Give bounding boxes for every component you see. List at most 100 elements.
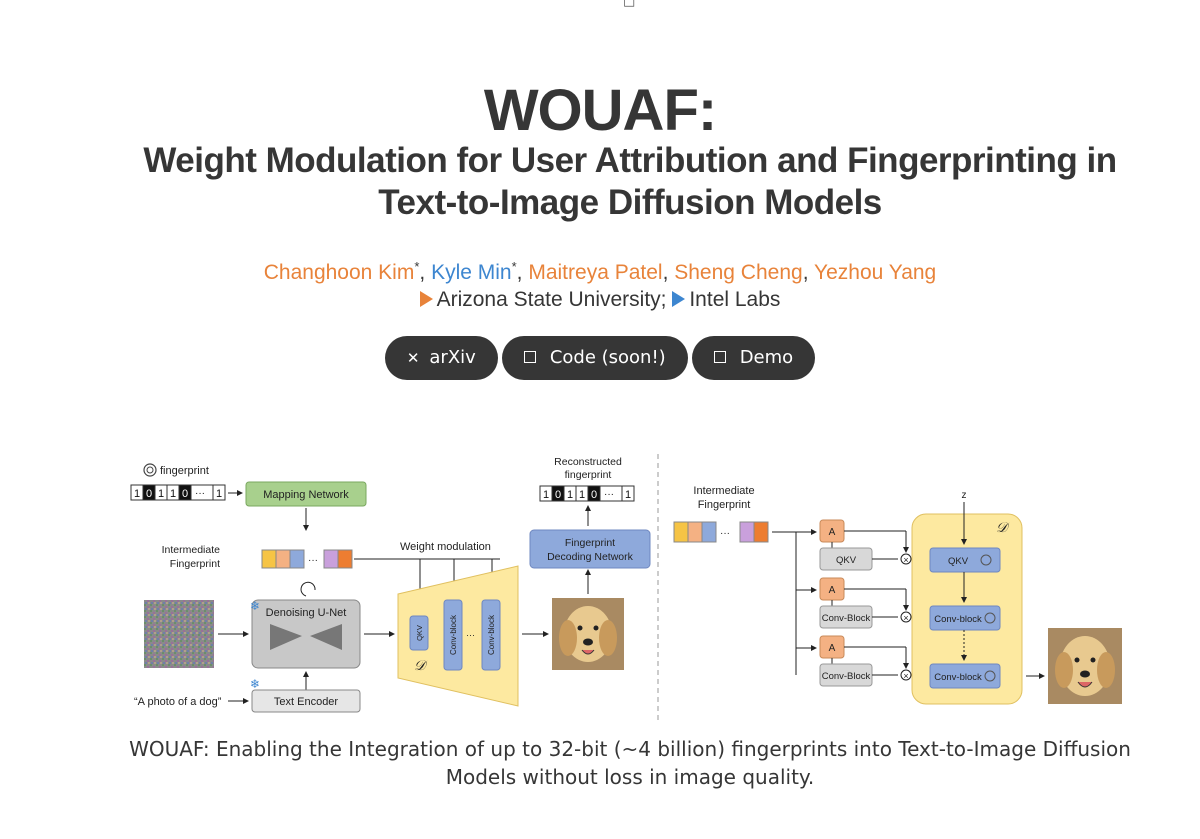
- arxiv-icon: ✕: [406, 349, 420, 367]
- bit-3: 1: [170, 488, 176, 500]
- modulated-qkv-block: [929, 547, 1001, 573]
- code-button[interactable]: Code (soon!): [501, 336, 688, 380]
- svg-text:1: 1: [567, 489, 573, 501]
- demo-button-label: Demo: [739, 347, 794, 368]
- modulated-conv-block-1: [929, 605, 1001, 631]
- right-intermediate-label-2: Fingerprint: [698, 499, 751, 511]
- svg-text:Conv-block: Conv-block: [449, 614, 458, 655]
- denoising-unet-label: Denoising U-Net: [266, 607, 347, 619]
- mapping-network-box: [245, 481, 367, 507]
- affiliation-intel: Intel Labs: [689, 288, 781, 311]
- qkv-block: [409, 615, 429, 651]
- conv-block-2: [481, 599, 501, 671]
- svg-text:···: ···: [466, 630, 475, 640]
- author-link-maitreya-patel[interactable]: Maitreya Patel: [528, 261, 663, 284]
- author-link-changhoon-kim[interactable]: Changhoon Kim: [263, 261, 415, 284]
- decoding-network-box: [529, 529, 651, 569]
- reconstructed-label-1: Reconstructed: [554, 456, 622, 468]
- fingerprint-bits: 1 0 1 1 0 ··· 1: [130, 484, 226, 501]
- svg-text:Conv-block: Conv-block: [934, 672, 982, 683]
- svg-text:···: ···: [604, 489, 614, 500]
- decoding-network-label-1: Fingerprint: [565, 537, 615, 549]
- frozen-snowflake-icon: ❄: [250, 677, 260, 691]
- modulated-conv-block-2: [929, 663, 1001, 689]
- top-glyph: □: [623, 0, 636, 9]
- square-icon: [523, 351, 536, 363]
- svg-text:×: ×: [903, 613, 908, 623]
- dog-image: [552, 598, 624, 670]
- text-encoder-label: Text Encoder: [274, 696, 339, 708]
- affiliation-asu: Arizona State University;: [436, 288, 667, 311]
- method-figure: fingerprint 1 0 1 1 0 ··· 1 Mapping Netw…: [130, 454, 1122, 724]
- svg-text:Conv-block: Conv-block: [487, 614, 496, 655]
- prompt-text: “A photo of a dog”: [134, 696, 222, 708]
- arxiv-button[interactable]: ✕ arXiv: [384, 336, 498, 380]
- svg-text:×: ×: [903, 671, 908, 681]
- svg-text:0: 0: [591, 489, 597, 501]
- author-link-sheng-cheng[interactable]: Sheng Cheng: [674, 261, 803, 284]
- fingerprint-icon: [984, 670, 996, 682]
- page-subtitle: Weight Modulation for User Attribution a…: [143, 141, 1117, 222]
- svg-text:QKV: QKV: [836, 555, 857, 566]
- reconstructed-label-2: fingerprint: [565, 469, 612, 481]
- affiliations: Arizona State University; Intel Labs: [0, 285, 1200, 315]
- right-intermediate-label-1: Intermediate: [693, 485, 754, 497]
- demo-button[interactable]: Demo: [691, 336, 816, 380]
- fingerprint-label: fingerprint: [160, 465, 209, 477]
- svg-text:1: 1: [579, 489, 585, 501]
- svg-text:A: A: [829, 643, 836, 654]
- intermediate-fingerprint-vector: ···: [261, 549, 353, 569]
- right-fingerprint-vector: ···: [673, 521, 769, 543]
- svg-text:0: 0: [555, 489, 561, 501]
- fingerprint-icon: [980, 554, 992, 566]
- z-label: z: [962, 490, 967, 501]
- conv-block-1: [443, 599, 463, 671]
- svg-text:×: ×: [903, 555, 908, 565]
- reconstructed-bits: 1 0 1 1 0 ··· 1: [539, 485, 635, 502]
- page-title: WOUAF:: [483, 78, 717, 143]
- decoding-network-label-2: Decoding Network: [547, 551, 634, 563]
- intermediate-fingerprint-label-1: Intermediate: [162, 544, 221, 556]
- equal-contribution-mark: *: [414, 259, 420, 274]
- svg-text:Conv-block: Conv-block: [934, 614, 982, 625]
- bit-2: 1: [158, 488, 164, 500]
- svg-text:A: A: [829, 585, 836, 596]
- bit-1: 0: [146, 488, 152, 500]
- text-encoder-box: [251, 689, 361, 713]
- svg-text:A: A: [829, 527, 836, 538]
- svg-text:Conv-Block: Conv-Block: [822, 671, 871, 682]
- author-link-kyle-min[interactable]: Kyle Min: [431, 261, 512, 284]
- code-button-label: Code (soon!): [549, 347, 666, 368]
- mapping-network-label: Mapping Network: [263, 489, 349, 501]
- intermediate-fingerprint-label-2: Fingerprint: [170, 558, 220, 570]
- bit-4: 0: [182, 488, 188, 500]
- svg-text:···: ···: [720, 528, 730, 539]
- output-dog-image: [1048, 628, 1122, 704]
- frozen-snowflake-icon: ❄: [250, 599, 260, 613]
- link-buttons: ✕ arXiv Code (soon!) Demo: [0, 336, 1200, 380]
- equal-contribution-mark: *: [511, 259, 517, 274]
- weight-modulation-label: Weight modulation: [400, 541, 491, 553]
- arxiv-button-label: arXiv: [429, 347, 476, 368]
- svg-text:QKV: QKV: [948, 556, 969, 567]
- decoder-symbol: 𝒟: [414, 657, 428, 673]
- bit-0: 1: [134, 488, 140, 500]
- svg-text:QKV: QKV: [415, 625, 424, 641]
- square-icon: [713, 351, 726, 363]
- figure-caption: WOUAF: Enabling the Integration of up to…: [129, 737, 1131, 789]
- fingerprint-icon: [143, 463, 157, 477]
- right-decoder-symbol: 𝒟: [996, 519, 1010, 535]
- noise-image: [144, 600, 214, 668]
- author-list: Changhoon Kim*, Kyle Min*, Maitreya Pate…: [263, 259, 937, 284]
- bit-ellipsis: ···: [195, 488, 205, 499]
- svg-text:···: ···: [308, 555, 318, 566]
- denoising-unet-box: [251, 599, 361, 669]
- bit-6: 1: [216, 488, 222, 500]
- svg-text:1: 1: [543, 489, 549, 501]
- blue-triangle-icon: [672, 291, 686, 307]
- orange-triangle-icon: [419, 291, 433, 307]
- fingerprint-icon: [984, 612, 996, 624]
- author-link-yezhou-yang[interactable]: Yezhou Yang: [814, 261, 937, 284]
- svg-text:1: 1: [625, 489, 631, 501]
- svg-text:Conv-Block: Conv-Block: [822, 613, 871, 624]
